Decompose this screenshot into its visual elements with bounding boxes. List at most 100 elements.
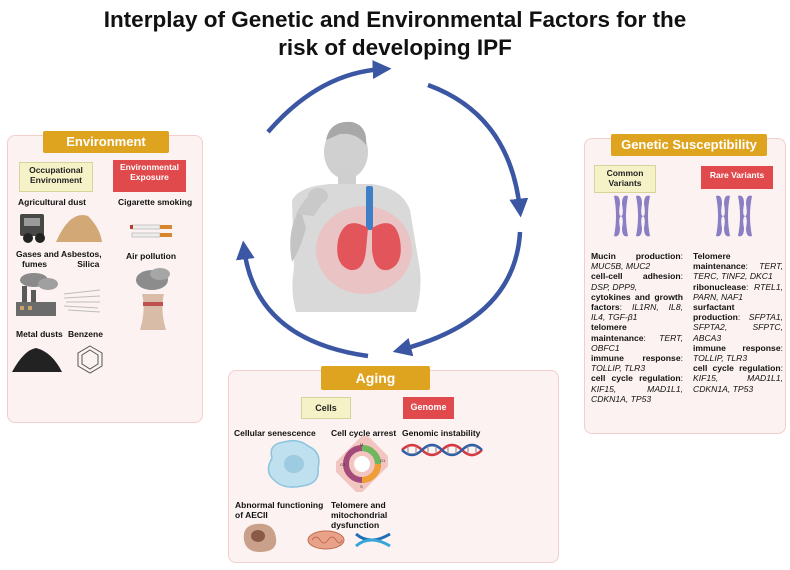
gene-item-genes: TERT, OBFC1 xyxy=(591,332,683,353)
power-plant-icon xyxy=(136,268,170,330)
arrow-bottom-right xyxy=(392,231,523,357)
gene-item-label: telomere maintenance xyxy=(591,322,644,343)
aecii-label: Abnormal functioning of AECII xyxy=(235,500,324,520)
common-variants-tag: Common Variants xyxy=(594,165,656,193)
genetic-header: Genetic Susceptibility xyxy=(611,134,767,156)
agricultural-icons xyxy=(20,214,102,243)
gene-item-sep: : xyxy=(745,261,748,272)
telomere-icon xyxy=(355,532,391,548)
gene-item-label: Mucin production xyxy=(591,251,681,261)
phase-s: S xyxy=(360,484,363,489)
arrow-left xyxy=(235,240,369,359)
gene-item-label: surfactant production xyxy=(693,302,738,323)
phase-g1: G1 xyxy=(380,458,386,463)
gene-item-label: immune response xyxy=(591,353,681,364)
phase-m: M xyxy=(360,442,363,447)
gene-item-genes: IL1RN, IL8, IL4, TGF-β1 xyxy=(591,302,683,323)
aecii-cell-icon xyxy=(243,523,277,552)
gene-item-genes: KIF15, MAD1L1, CDKN1A, TP53 xyxy=(693,373,783,394)
gene-item-genes: MUC5B, MUC2 xyxy=(591,261,651,272)
cellular-senescence-label: Cellular senescence xyxy=(234,428,316,438)
gene-item-sep: : xyxy=(780,342,783,353)
gene-item: cell cycle regulation: KIF15, MAD1L1, CD… xyxy=(693,363,783,394)
gene-item-label: immune response xyxy=(693,342,781,353)
gene-item: cell-cell adhesion: DSP, DPP9, xyxy=(591,271,683,291)
lungs-icon xyxy=(316,186,412,294)
telomere-mito-icons xyxy=(307,530,391,550)
cigarette-smoking-label: Cigarette smoking xyxy=(118,197,193,207)
gene-item-sep: : xyxy=(643,332,646,343)
gene-item-sep: : xyxy=(680,373,683,384)
gases-fumes-label: Gases and fumes xyxy=(16,249,59,269)
chromosome-icons xyxy=(614,195,752,237)
gene-item: cytokines and growth factors: IL1RN, IL8… xyxy=(591,292,683,323)
fibers-icon xyxy=(63,289,101,313)
dna-icon xyxy=(401,443,483,457)
gene-item-sep: : xyxy=(737,312,741,323)
gene-item: surfactant production: SFPTA1, SFPTA2, S… xyxy=(693,302,783,343)
factory-icon xyxy=(16,273,58,316)
gene-item-genes: RTEL1, PARN, NAF1 xyxy=(693,281,783,302)
cigarette-icon xyxy=(130,224,172,238)
gene-item-sep: : xyxy=(619,302,623,313)
coal-pile-icon xyxy=(12,348,62,372)
gene-item-genes: TOLLIP, TLR3 xyxy=(591,363,646,374)
gene-item: immune response: TOLLIP, TLR3 xyxy=(591,353,683,373)
gene-item-sep: : xyxy=(680,271,683,282)
gene-item: ribonuclease: RTEL1, PARN, NAF1 xyxy=(693,282,783,302)
gases-icons xyxy=(16,273,101,316)
gene-item-sep: : xyxy=(780,363,783,374)
title-line-1: Interplay of Genetic and Environmental F… xyxy=(103,7,687,32)
senescent-cell-icon xyxy=(267,439,320,488)
rare-variants-list: Telomere maintenance: TERT, TERC, TINF2,… xyxy=(693,251,783,394)
title-line-2: risk of developing IPF xyxy=(278,35,512,60)
tractor-icon xyxy=(20,214,45,243)
occupational-environment-tag: Occupational Environment xyxy=(19,162,93,192)
gene-item-sep: : xyxy=(680,353,683,364)
cell-cycle-arrest-label: Cell cycle arrest xyxy=(331,428,397,438)
phase-g2: G2 xyxy=(340,462,346,467)
gene-item-genes: TERT, TERC, TINF2, DKC1 xyxy=(693,261,783,282)
agricultural-dust-label: Agricultural dust xyxy=(18,197,87,207)
genomic-instability-label: Genomic instability xyxy=(402,428,481,438)
mitochondria-icon xyxy=(307,530,345,550)
gene-item: Mucin production: MUC5B, MUC2 xyxy=(591,251,683,271)
gene-item-label: Telomere maintenance xyxy=(693,251,746,272)
gene-item-label: cell-cell adhesion xyxy=(591,271,681,282)
gene-item-label: cell cycle regulation xyxy=(693,363,781,374)
benzene-label: Benzene xyxy=(68,329,103,339)
metal-dusts-label: Metal dusts xyxy=(16,329,63,339)
gene-item: immune response: TOLLIP, TLR3 xyxy=(693,343,783,363)
chromosome-icon xyxy=(614,195,650,237)
telomere-mito-label: Telomere and mitochondrial dysfunction xyxy=(331,500,388,530)
gene-item-genes: KIF15, MAD1L1, CDKN1A, TP53 xyxy=(591,383,683,404)
asbestos-silica-label: Asbestos, Silica xyxy=(61,249,102,269)
arrow-right xyxy=(427,82,529,218)
air-pollution-label: Air pollution xyxy=(126,251,177,261)
benzene-ring-icon xyxy=(77,345,103,374)
gene-item-genes: SFPTA1, SFPTA2, SFPTC, ABCA3 xyxy=(693,312,783,343)
chromosome-icon xyxy=(716,195,752,237)
gene-item: telomere maintenance: TERT, OBFC1 xyxy=(591,322,683,353)
page-title: Interplay of Genetic and Environmental F… xyxy=(0,6,790,62)
rare-variants-tag: Rare Variants xyxy=(701,166,773,189)
gene-item: cell cycle regulation: KIF15, MAD1L1, CD… xyxy=(591,373,683,404)
gene-item-label: ribonuclease xyxy=(693,281,747,292)
gene-item-sep: : xyxy=(680,251,683,261)
gene-item-genes: DSP, DPP9, xyxy=(591,281,638,292)
gene-item-label: cell cycle regulation xyxy=(591,373,681,384)
cell-cycle-icon: M G1 S G2 xyxy=(336,436,388,492)
gene-item-label: cytokines and growth factors xyxy=(591,291,683,313)
cells-tag: Cells xyxy=(301,397,351,419)
gene-item: Telomere maintenance: TERT, TERC, TINF2,… xyxy=(693,251,783,282)
environmental-exposure-tag: Environmental Exposure xyxy=(113,160,186,192)
arrow-top xyxy=(266,60,392,134)
environment-header: Environment xyxy=(43,131,169,153)
genome-tag: Genome xyxy=(403,397,454,419)
gene-item-sep: : xyxy=(746,281,749,292)
gene-item-genes: TOLLIP, TLR3 xyxy=(693,353,748,364)
metal-benzene-icons xyxy=(12,345,103,374)
dust-pile-icon xyxy=(56,215,102,242)
